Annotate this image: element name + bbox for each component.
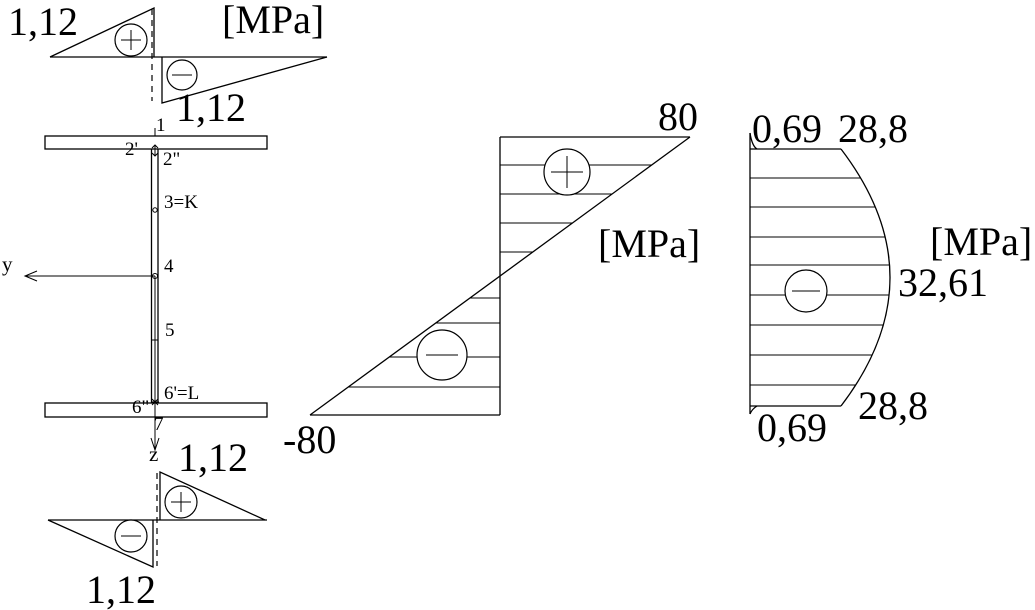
- flange-top-value-label: 0,69: [752, 106, 822, 151]
- max-value-label: 32,61: [898, 260, 988, 305]
- hatching: [750, 177, 889, 386]
- top-flange-shear-diagram: 1,12 [MPa] 1,12: [8, 0, 328, 130]
- point-label-5: 5: [165, 320, 175, 341]
- z-axis-arrow-icon: [150, 437, 160, 452]
- bottom-flange-shear-diagram: 1,12 1,12: [47, 435, 267, 610]
- value-label: 1,12: [178, 435, 248, 480]
- i-beam-cross-section: 1 2' 2" 3=K 4 5 6'=L 6" 7 y z: [2, 115, 268, 466]
- positive-triangle: [49, 6, 155, 58]
- unit-label: [MPa]: [598, 221, 700, 266]
- web-bottom-value-label: 28,8: [858, 383, 928, 428]
- unit-label: [MPa]: [930, 219, 1032, 264]
- point-6-marker: [151, 398, 159, 406]
- web-shear-stress-diagram: 0,69 28,8 [MPa] 32,61 28,8 0,69: [749, 106, 1032, 450]
- point-label-2-dprime: 2": [163, 149, 180, 170]
- top-flange: [44, 135, 268, 150]
- point-label-2-prime: 2': [125, 139, 138, 160]
- flange-bottom-value-label: 0,69: [757, 405, 827, 450]
- shear-parabola: [840, 148, 891, 407]
- unit-label: [MPa]: [222, 0, 324, 42]
- positive-triangle: [159, 470, 266, 521]
- point-5-marker: [152, 337, 158, 343]
- value-label: 1,12: [176, 85, 246, 130]
- point-label-3: 3=K: [164, 192, 198, 213]
- min-value-label: -80: [283, 417, 336, 462]
- y-axis-arrow-icon: [23, 270, 38, 282]
- point-2-marker: [151, 144, 159, 157]
- flange-shear-tip-bottom: [749, 405, 758, 415]
- negative-triangle: [161, 56, 328, 104]
- point-label-1: 1: [156, 115, 166, 136]
- point-4-marker: [152, 273, 158, 279]
- point-label-7: 7: [154, 414, 164, 435]
- stress-diagonal: [309, 136, 691, 416]
- normal-stress-diagram: 80 [MPa] -80: [283, 94, 700, 462]
- value-label: 1,12: [8, 0, 78, 44]
- point-3-marker: [152, 207, 158, 213]
- web-top-value-label: 28,8: [838, 106, 908, 151]
- max-value-label: 80: [658, 94, 698, 139]
- z-axis-label: z: [149, 442, 158, 466]
- y-axis-label: y: [2, 252, 13, 276]
- value-label: 1,12: [86, 567, 156, 610]
- point-label-4: 4: [164, 256, 174, 277]
- point-label-6-dprime: 6": [132, 397, 149, 418]
- point-label-6-prime: 6'=L: [164, 383, 199, 404]
- negative-triangle: [47, 519, 154, 569]
